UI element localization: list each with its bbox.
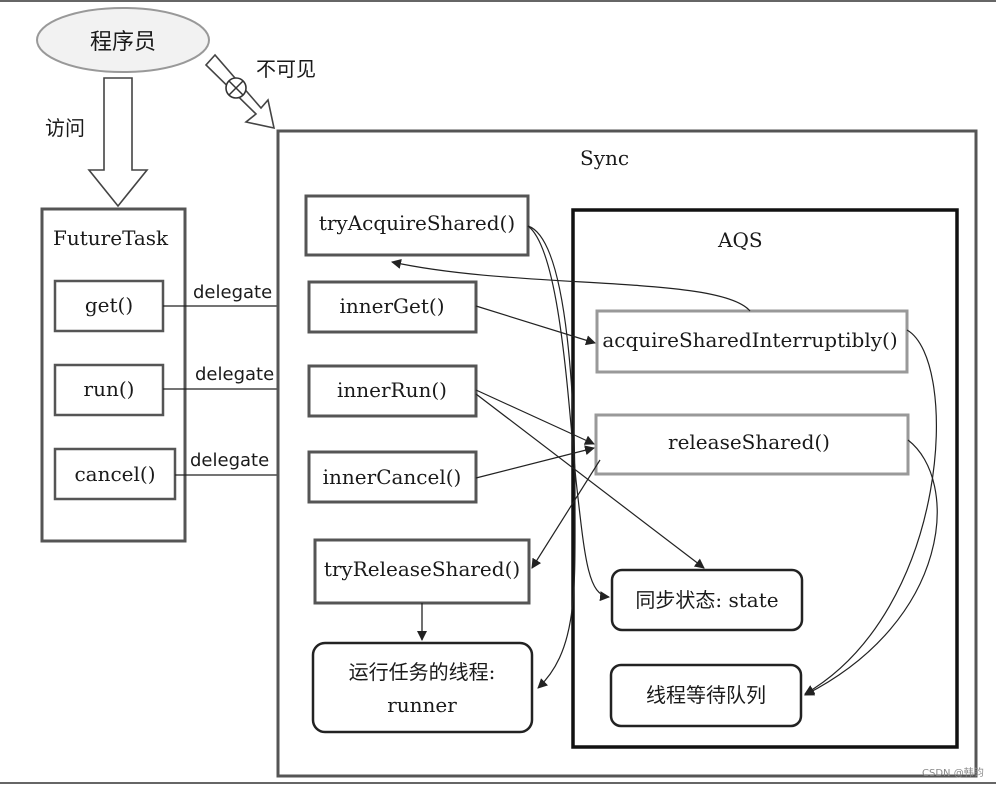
sync-tryacquireshared (304, 194, 530, 257)
aqs-acquireshared-label: acquireSharedInterruptibly() (602, 328, 897, 352)
actor-label: 程序员 (90, 30, 156, 55)
arrow-release-to-queue (804, 439, 938, 696)
delegate-label-get: delegate (193, 282, 272, 303)
method-run (53, 363, 165, 417)
sync-title: Sync (580, 146, 629, 170)
access-arrow (87, 77, 149, 208)
sync-innercancel-label: innerCancel() (323, 465, 462, 489)
aqs-state-label: 同步状态: state (635, 588, 778, 612)
method-get-label: get() (85, 293, 133, 317)
sync-runner-line1: 运行任务的线程: (349, 660, 496, 684)
arrow-innerrun-to-state (475, 393, 705, 569)
method-cancel (53, 447, 177, 501)
arrow-acquire-to-queue (804, 329, 937, 695)
aqs-state (610, 568, 804, 632)
aqs-releaseshared-label: releaseShared() (668, 430, 830, 454)
arrow-acquire-to-tryacquire (391, 259, 751, 312)
aqs-queue (609, 663, 803, 728)
invisible-label: 不可见 (256, 57, 316, 81)
method-get (53, 279, 165, 333)
aqs-title: AQS (717, 228, 763, 252)
sync-innerget-label: innerGet() (339, 294, 444, 318)
sync-tryacquireshared-label: tryAcquireShared() (319, 211, 515, 235)
arrow-tryacquire-to-runner (527, 225, 576, 689)
aqs-queue-label: 线程等待队列 (646, 683, 766, 707)
sync-tryreleaseshared (313, 538, 531, 605)
sync-tryreleaseshared-label: tryReleaseShared() (324, 557, 520, 581)
aqs-box (571, 208, 959, 749)
arrow-release-to-tryrelease (531, 459, 601, 569)
access-label: 访问 (45, 116, 85, 140)
method-cancel-label: cancel() (74, 462, 155, 486)
delegate-label-cancel: delegate (190, 450, 269, 471)
aqs-acquireshared (595, 309, 909, 374)
sync-innerget (307, 280, 478, 334)
actor-programmer: 程序员 (36, 7, 210, 73)
watermark: CSDN @韩钧 (922, 766, 984, 779)
invisible-arrow (204, 53, 276, 130)
delegate-label-run: delegate (195, 364, 274, 385)
sync-innercancel (307, 450, 478, 504)
arrow-tryacquire-to-state (527, 225, 610, 602)
method-run-label: run() (84, 377, 135, 401)
futuretask-title: FutureTask (53, 226, 169, 250)
aqs-releaseshared (594, 413, 910, 476)
sync-innerrun-label: innerRun() (337, 378, 447, 402)
sync-innerrun (307, 364, 478, 418)
sync-runner-line2: runner (387, 693, 457, 717)
sync-runner (311, 641, 534, 734)
arrow-innerget-to-acquire (475, 305, 596, 346)
